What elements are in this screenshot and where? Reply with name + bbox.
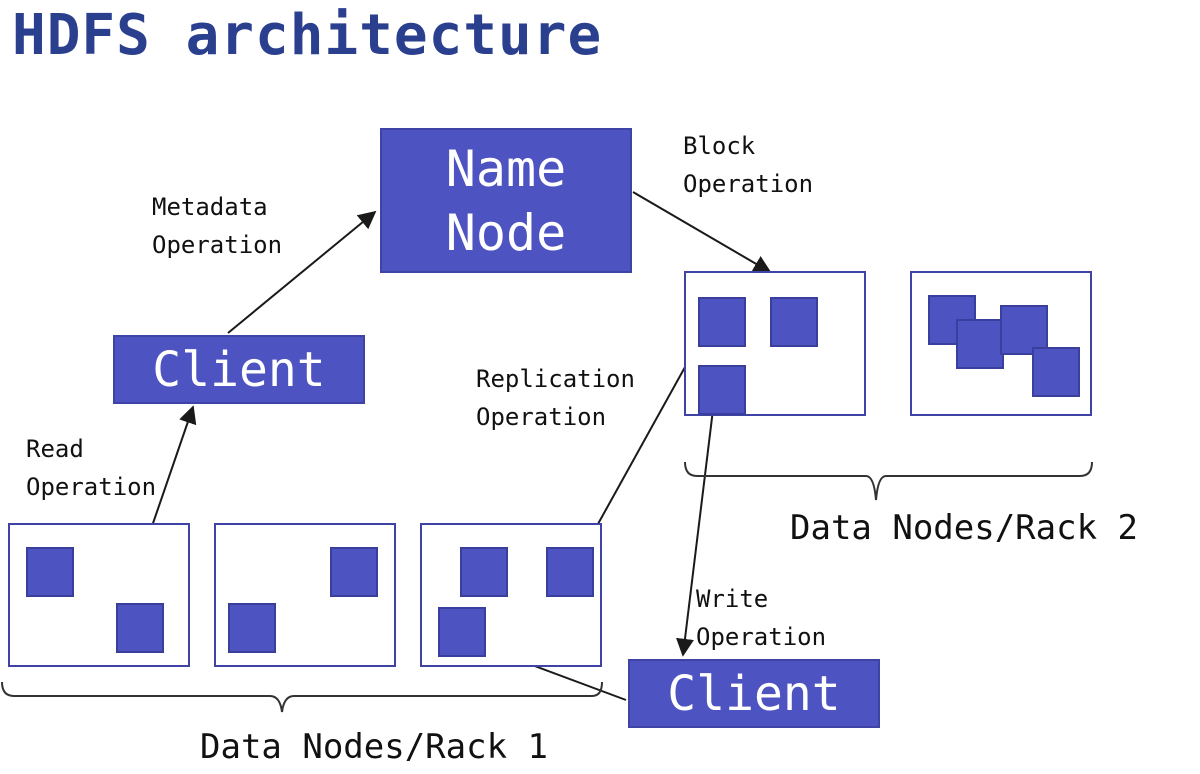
read-label-line2: Operation [26,473,157,501]
rack2-caption: Data Nodes/Rack 2 [790,508,1138,548]
data-block [956,319,1004,369]
data-block [460,547,508,597]
rack1-data-node-3 [420,523,602,667]
client-bottom-label: Client [667,665,841,722]
client-top-label: Client [152,341,326,398]
rack1-caption: Data Nodes/Rack 1 [200,727,548,767]
block-label-line2: Operation [683,170,814,198]
data-block [330,547,378,597]
read-label-line1: Read [26,435,84,463]
data-block [698,297,746,347]
data-block [116,603,164,653]
metadata-label-line1: Metadata [152,193,268,221]
metadata-label-line2: Operation [152,231,283,259]
block-label-line1: Block [683,132,756,160]
data-block [1000,305,1048,355]
write-label-line1: Write [696,585,769,613]
metadata-arrow [227,210,377,334]
read-arrow [149,405,197,533]
read-operation-label: Read Operation [26,430,156,506]
rack1-data-node-2 [214,523,396,667]
replication-label-line1: Replication [476,365,635,393]
data-block [770,297,818,347]
rack2-brace [684,461,1093,501]
metadata-operation-label: Metadata Operation [152,188,282,264]
replication-label-line2: Operation [476,403,607,431]
data-block [1032,347,1080,397]
write-operation-label: Write Operation [696,580,826,656]
name-node-box: Name Node [380,128,632,273]
data-block [438,607,486,657]
rack1-brace [1,681,603,713]
client-bottom-box: Client [628,659,880,728]
data-block [26,547,74,597]
replication-operation-label: Replication Operation [476,360,635,436]
write-label-line2: Operation [696,623,827,651]
data-block [228,603,276,653]
data-block [546,547,594,597]
rack2-data-node-2 [910,271,1092,416]
page-title: HDFS architecture [12,3,603,68]
block-arrow [632,191,772,273]
block-operation-label: Block Operation [683,127,813,203]
rack1-data-node-1 [8,523,190,667]
rack2-data-node-1 [684,271,866,416]
data-block [698,365,746,415]
write-arrow [676,384,717,657]
client-top-box: Client [113,335,365,404]
name-node-label: Name Node [445,139,567,262]
